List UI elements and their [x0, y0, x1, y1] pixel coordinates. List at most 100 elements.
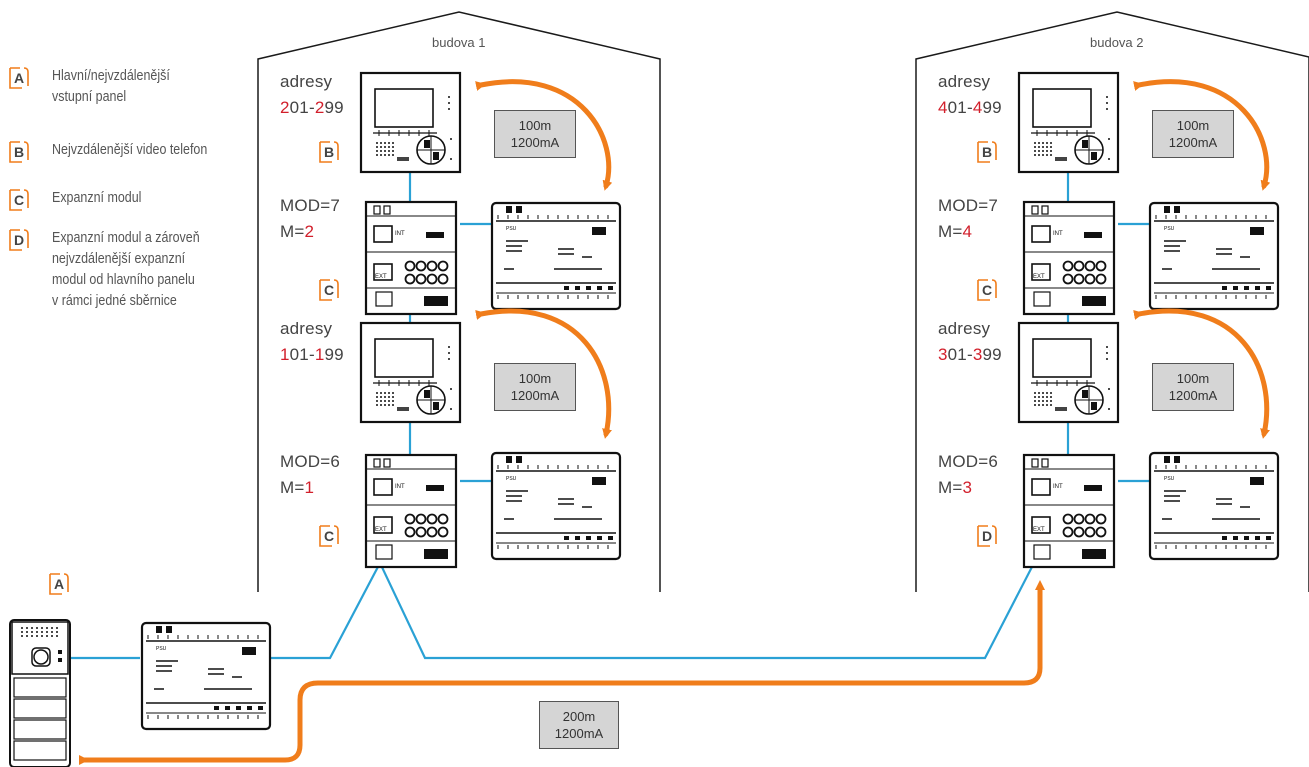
phone-screen — [374, 88, 434, 128]
legend-text: Expanzní modul — [52, 190, 142, 206]
phone-tag: B — [324, 144, 338, 164]
ext-port — [1031, 263, 1051, 281]
video-phone — [1017, 321, 1120, 424]
legend-tag: B — [14, 144, 28, 164]
power-supply: PSU — [490, 201, 622, 311]
ext-label: EXT — [375, 527, 387, 533]
m-prefix: M= — [280, 478, 305, 497]
address-part: 99 — [324, 345, 344, 364]
m-value: M=3 — [938, 478, 972, 498]
rotary-switch — [437, 260, 449, 272]
legend-tag-letter: C — [14, 192, 25, 208]
legend-text: v rámci jedné sběrnice — [52, 293, 177, 309]
address-part: 2 — [280, 98, 290, 117]
module-tag-letter: D — [982, 528, 993, 544]
distance-value: 200m — [562, 709, 596, 724]
terminal-block — [424, 549, 448, 559]
legend-tag-letter: D — [14, 232, 25, 248]
rotary-switch — [415, 513, 427, 525]
m-prefix: M= — [938, 478, 963, 497]
ext-label: EXT — [375, 274, 387, 280]
power-supply: PSU — [490, 451, 622, 561]
phone-screen — [374, 338, 434, 378]
module-tag-frame — [319, 279, 339, 301]
m-prefix: M= — [938, 222, 963, 241]
ext-port — [373, 263, 393, 281]
psu-label: PSU — [506, 476, 517, 482]
legend-tag: D — [14, 232, 28, 252]
address-part: 01- — [947, 98, 973, 117]
int-port — [1031, 478, 1051, 496]
video-phone — [1017, 71, 1120, 174]
rotary-switch — [1095, 273, 1107, 285]
address-part: 99 — [324, 98, 344, 117]
distance-value: 100m — [518, 371, 552, 386]
phone-screen — [1032, 88, 1092, 128]
rotary-switch — [426, 273, 438, 285]
address-part: 2 — [314, 98, 325, 117]
rotary-switch — [404, 513, 416, 525]
legend-tag: C — [14, 192, 28, 212]
distance-arrow — [475, 79, 613, 191]
rotary-switch — [404, 526, 416, 538]
rotary-switch — [415, 526, 427, 538]
module-tag-frame — [977, 525, 997, 547]
address-label: adresy — [938, 319, 991, 338]
module-tag-letter: C — [982, 282, 993, 298]
rotary-switch — [1062, 526, 1074, 538]
int-port — [373, 478, 393, 496]
ext-label: EXT — [1033, 527, 1045, 533]
entrance-tag: A — [54, 576, 68, 596]
rotary-switch — [1073, 260, 1085, 272]
phone-tag-letter: B — [982, 144, 993, 160]
module-tag: C — [324, 528, 338, 548]
distance-value: 100m — [518, 118, 552, 133]
address-part: 3 — [938, 345, 948, 364]
address-part: 1 — [314, 345, 325, 364]
address-part: 4 — [972, 98, 983, 117]
address-part: 99 — [982, 345, 1002, 364]
legend-text: Expanzní modul a zároveň — [52, 230, 200, 246]
terminal-block — [424, 296, 448, 306]
address-part: 99 — [982, 98, 1002, 117]
int-port — [1031, 225, 1051, 243]
power-supply: PSU — [1148, 451, 1280, 561]
mod-value: MOD=6 — [938, 452, 999, 471]
call-button — [13, 677, 67, 698]
rotary-switch — [1084, 260, 1096, 272]
rotary-switch — [1062, 273, 1074, 285]
rotary-switch — [1095, 526, 1107, 538]
address-label: adresy — [938, 72, 991, 91]
m-value: M=4 — [938, 222, 972, 242]
int-label: INT — [395, 484, 405, 490]
rotary-switch — [404, 273, 416, 285]
distance-value: 100m — [1176, 118, 1210, 133]
call-button — [13, 698, 67, 719]
int-label: INT — [395, 231, 405, 237]
address-part: 01- — [289, 98, 315, 117]
address-range: 401-499 — [938, 98, 1002, 118]
psu-label: PSU — [1164, 476, 1175, 482]
psu-label: PSU — [506, 226, 517, 232]
entrance-tag-letter: A — [54, 576, 65, 592]
module-tag-letter: C — [324, 282, 335, 298]
distance-value: 100m — [1176, 371, 1210, 386]
ext-label: EXT — [1033, 274, 1045, 280]
address-part: 01- — [289, 345, 315, 364]
rotary-switch — [1084, 513, 1096, 525]
rotary-switch — [437, 273, 449, 285]
address-range: 301-399 — [938, 345, 1002, 365]
module-tag: C — [982, 282, 996, 302]
ext-port — [373, 516, 393, 534]
int-label: INT — [1053, 484, 1063, 490]
rotary-switch — [1084, 526, 1096, 538]
entrance-tag-frame — [49, 573, 69, 595]
address-label: adresy — [280, 72, 333, 91]
rotary-switch — [1062, 513, 1074, 525]
call-button — [13, 740, 67, 761]
